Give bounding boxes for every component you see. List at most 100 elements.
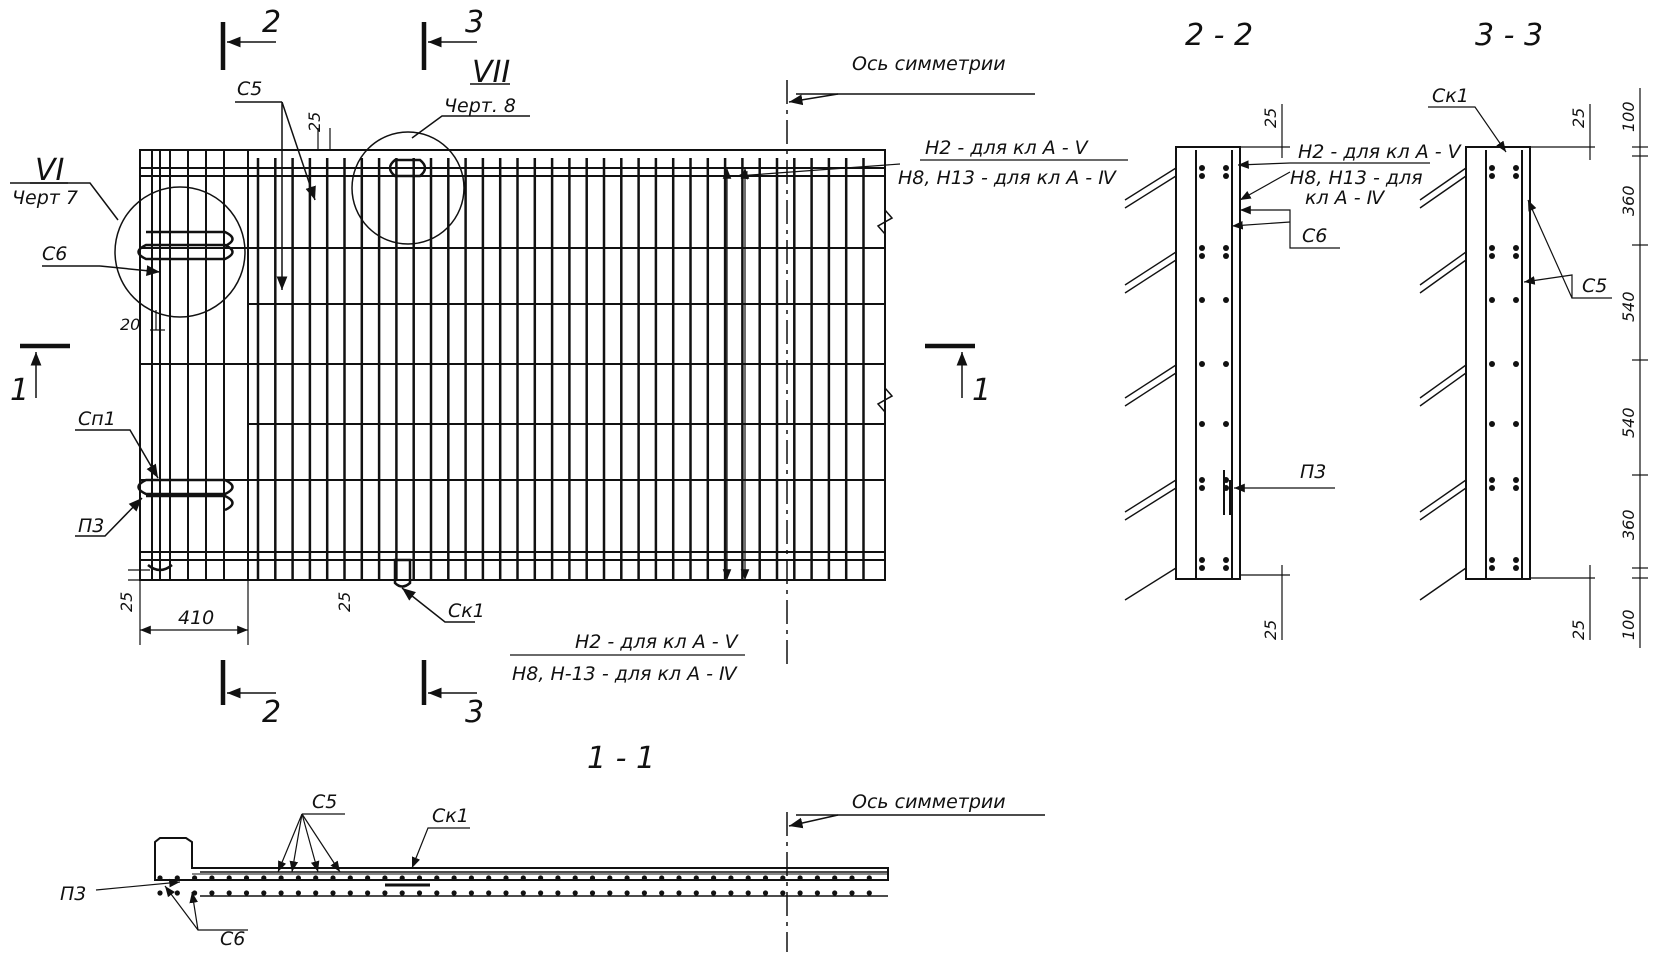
rebar-dot <box>797 875 803 881</box>
rebar-dot <box>1489 297 1495 303</box>
s33-dim-25-top: 25 <box>1569 108 1588 128</box>
rebar-dot <box>1199 245 1205 251</box>
rebar-dot <box>192 875 198 881</box>
rebar-dot <box>1223 557 1229 563</box>
rebar-dot <box>468 875 474 881</box>
break-mark-top <box>876 209 894 235</box>
rebar-dot <box>1489 245 1495 251</box>
rebar-dot <box>243 890 250 896</box>
rebar-dot <box>1199 421 1205 427</box>
rebar-dot <box>780 890 786 896</box>
rebar-dot <box>382 890 388 896</box>
rebar-dot <box>572 875 578 881</box>
rebar-dot <box>1199 253 1205 259</box>
rebar-dot <box>745 875 751 881</box>
rebar-dot <box>313 875 319 881</box>
plan-dimensions <box>128 128 750 645</box>
rebar-dot <box>1513 297 1519 303</box>
rebar-dot <box>1223 565 1229 571</box>
rebar-dot <box>261 875 267 881</box>
detail-circle-vi <box>114 186 246 318</box>
s33-dim-360-bottom: 360 <box>1619 509 1638 540</box>
rebar-dot <box>1513 421 1519 427</box>
s22-dim-25-top: 25 <box>1261 108 1280 128</box>
axis-label-plan: Ось симметрии <box>852 53 1006 75</box>
rebar-dot <box>1199 173 1205 179</box>
rebar-dot <box>365 875 371 881</box>
rebar-dot <box>278 890 284 896</box>
plan-view: Ось симметрии 2 2 3 3 1 1 VI Черт 7 VII <box>10 5 1128 730</box>
section-2-2: 2 - 2 Н2 - для кл А - Ⅴ Н8, Н13 - для кл… <box>1124 18 1463 640</box>
s22-dim-25-bottom: 25 <box>1261 620 1280 640</box>
rebar-dot <box>347 890 353 896</box>
dim-25-bottom: 25 <box>335 592 354 612</box>
horizontal-rebars <box>140 167 885 561</box>
rebar-dot <box>1513 245 1519 251</box>
s11-sk1: Ск1 <box>432 805 469 827</box>
rebar-dot <box>762 875 769 881</box>
rebar-dot <box>589 875 596 881</box>
rebar-dot <box>711 890 717 896</box>
rebar-dot <box>1199 557 1205 563</box>
rebar-dot <box>1489 485 1495 491</box>
rebar-dot <box>1223 173 1229 179</box>
s33-dim-540-a: 540 <box>1619 291 1638 322</box>
lifting-loops <box>137 158 427 588</box>
h-top-line2: Н8, Н13 - для кл А - Ⅳ <box>898 167 1117 189</box>
axis-label-section: Ось симметрии <box>852 791 1006 813</box>
rebar-dot <box>209 890 215 896</box>
rebar-dot <box>866 890 872 896</box>
rebar-dot <box>278 875 284 881</box>
rebar-dot <box>382 875 388 881</box>
dim-25-left: 25 <box>117 592 136 612</box>
rebar-dot <box>174 890 180 896</box>
dim-20: 20 <box>120 315 140 334</box>
rebar-dot <box>347 875 353 881</box>
section-33-title: 3 - 3 <box>1475 18 1543 53</box>
rebar-dot <box>693 875 699 881</box>
rebar-dot <box>797 890 803 896</box>
rebar-dot <box>1489 361 1495 367</box>
rebar-dot <box>1489 421 1495 427</box>
rebar-dot <box>295 875 301 881</box>
s22-p3: П3 <box>1300 461 1326 483</box>
section-2-top: 2 <box>262 5 281 40</box>
s33-dim-360-top: 360 <box>1619 185 1638 216</box>
detail-circle-vii <box>351 131 465 245</box>
rebar-dot <box>641 875 648 881</box>
rebar-dot <box>243 875 250 881</box>
section-22-hatch <box>1124 167 1177 601</box>
rebar-dot <box>538 875 544 881</box>
h-bottom-line1: Н2 - для кл А - Ⅴ <box>575 631 740 653</box>
section-3-3: 3 - 3 Ск1 С5 <box>1419 18 1648 648</box>
rebar-dot <box>624 875 630 881</box>
callout-vi-number: VI <box>35 153 65 188</box>
section-1-1: 1 - 1 Ось симметрии С5 Ск1 П3 С6 <box>60 741 1045 952</box>
rebar-dot <box>486 875 492 881</box>
s22-c6: С6 <box>1302 225 1327 247</box>
rebar-dot <box>330 875 336 881</box>
rebar-dot <box>780 875 786 881</box>
label-sk1-plan: Ск1 <box>448 600 485 622</box>
rebar-dot <box>1513 565 1519 571</box>
rebar-dot <box>416 875 423 881</box>
rebar-dot <box>676 890 682 896</box>
rebar-dot <box>1223 165 1229 171</box>
label-p3-plan: П3 <box>78 515 104 537</box>
rebar-dot <box>607 890 613 896</box>
rebar-dot <box>226 875 232 881</box>
rebar-dot <box>1199 485 1205 491</box>
rebar-dot <box>520 890 526 896</box>
section-2-bottom: 2 <box>262 695 281 730</box>
rebar-dot <box>486 890 492 896</box>
rebar-dot <box>1513 361 1519 367</box>
section-22-rebar-dots <box>1199 165 1229 571</box>
rebar-dot <box>849 875 855 881</box>
s33-c5: С5 <box>1582 275 1607 297</box>
s22-h1: Н2 - для кл А - Ⅴ <box>1298 141 1463 163</box>
rebar-dot <box>1223 421 1229 427</box>
rebar-dot <box>659 875 665 881</box>
section-11-rebar-dots <box>157 875 872 896</box>
label-sp1: Сп1 <box>78 408 116 430</box>
s22-h2b: кл А - Ⅳ <box>1305 187 1386 209</box>
